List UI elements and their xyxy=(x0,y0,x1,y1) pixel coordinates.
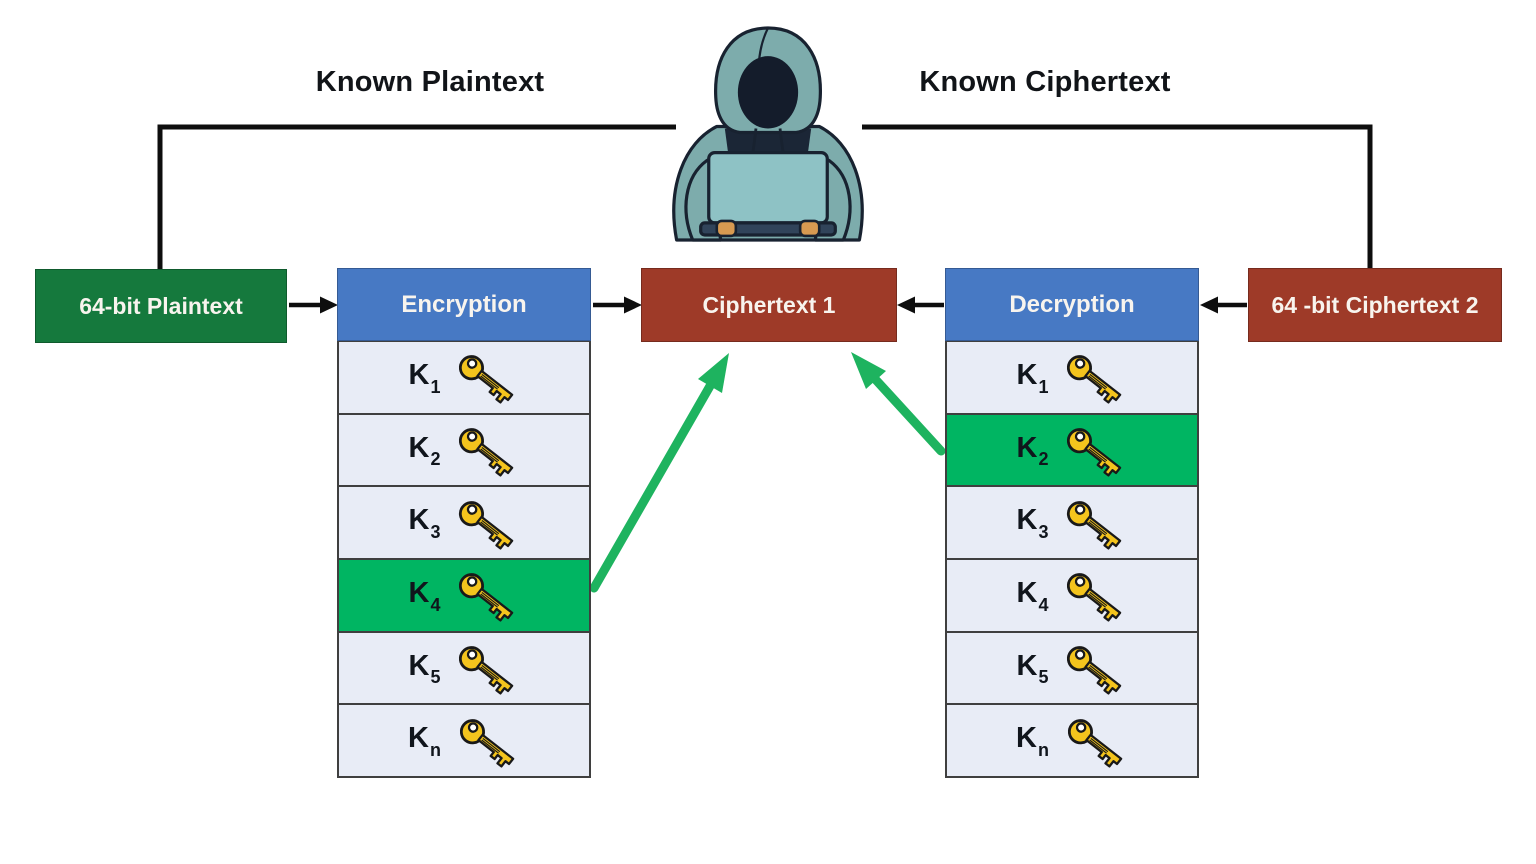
key-label: K2 xyxy=(408,431,441,470)
encryption-column: Encryption K1 K2 K3 K4 K5 Kn xyxy=(337,268,591,778)
arrow-ciphertext2-to-decryption xyxy=(1200,296,1247,314)
encryption-key-list: K1 K2 K3 K4 K5 Kn xyxy=(337,341,591,778)
plaintext-box-label: 64-bit Plaintext xyxy=(79,292,243,319)
hacker-icon xyxy=(672,26,864,242)
key-row-k2: K2 xyxy=(339,414,589,488)
decryption-header-label: Decryption xyxy=(1009,290,1135,318)
ciphertext1-box-label: Ciphertext 1 xyxy=(702,291,836,318)
key-label: Kn xyxy=(1016,722,1049,761)
key-label: Kn xyxy=(408,722,441,761)
key-icon xyxy=(1067,646,1122,695)
plaintext-box: 64-bit Plaintext xyxy=(35,269,287,343)
arrow-decryption-to-ciphertext1 xyxy=(897,296,944,314)
key-icon xyxy=(1067,500,1122,550)
key-label: K4 xyxy=(1016,576,1049,615)
key-label: K3 xyxy=(1016,504,1049,543)
key-row-k4: K4 xyxy=(339,560,589,633)
encryption-header: Encryption xyxy=(337,268,591,341)
known-ciphertext-line xyxy=(862,124,1373,268)
key-row-k3: K3 xyxy=(339,487,589,561)
key-row-k5: K5 xyxy=(947,632,1197,706)
decryption-header: Decryption xyxy=(945,268,1199,341)
key-row-k1: K1 xyxy=(947,342,1197,415)
key-label: K2 xyxy=(1016,431,1049,470)
key-icon xyxy=(459,500,514,550)
match-arrow-k2-to-ciphertext1 xyxy=(851,352,946,456)
key-icon xyxy=(1067,428,1122,477)
key-label: K1 xyxy=(408,358,441,397)
decryption-key-list: K1 K2 K3 K4 K5 Kn xyxy=(945,341,1199,778)
known-plaintext-label: Known Plaintext xyxy=(315,66,545,98)
key-label: K4 xyxy=(408,576,441,615)
key-icon xyxy=(459,355,514,404)
key-row-k5: K5 xyxy=(339,632,589,706)
hacker-illustration xyxy=(672,26,864,242)
decryption-column: Decryption K1 K2 K3 K4 K5 Kn xyxy=(945,268,1199,778)
key-row-kn: Kn xyxy=(339,705,589,777)
encryption-header-label: Encryption xyxy=(401,290,527,318)
key-row-k4: K4 xyxy=(947,560,1197,633)
known-ciphertext-label: Known Ciphertext xyxy=(919,66,1171,98)
key-icon xyxy=(459,573,514,622)
known-plaintext-line xyxy=(157,124,676,269)
key-row-k2: K2 xyxy=(947,414,1197,488)
key-row-k1: K1 xyxy=(339,342,589,415)
key-row-k3: K3 xyxy=(947,487,1197,561)
arrow-encryption-to-ciphertext1 xyxy=(593,296,642,314)
key-icon xyxy=(1067,573,1122,622)
ciphertext2-box-label: 64 -bit Ciphertext 2 xyxy=(1271,291,1479,318)
key-label: K1 xyxy=(1016,358,1049,397)
arrow-plaintext-to-encryption xyxy=(289,296,338,314)
key-label: K5 xyxy=(1016,649,1049,688)
key-icon xyxy=(459,718,515,768)
key-icon xyxy=(1067,718,1123,768)
ciphertext1-box: Ciphertext 1 xyxy=(641,268,897,342)
key-icon xyxy=(1067,355,1122,404)
key-row-kn: Kn xyxy=(947,705,1197,777)
match-arrow-k4-to-ciphertext1 xyxy=(589,353,729,593)
key-label: K5 xyxy=(408,649,441,688)
key-icon xyxy=(459,646,514,695)
key-icon xyxy=(459,428,514,477)
key-label: K3 xyxy=(408,504,441,543)
ciphertext2-box: 64 -bit Ciphertext 2 xyxy=(1248,268,1502,342)
